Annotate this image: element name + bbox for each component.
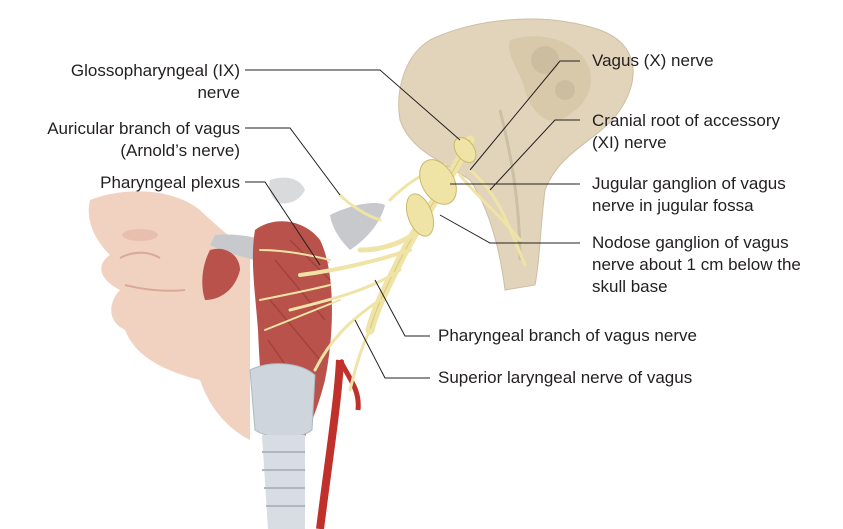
label-vagus-nerve: Vagus (X) nerve [592,50,714,72]
label-nodose-ganglion: Nodose ganglion of vagus nerve about 1 c… [592,232,801,298]
label-jugular-ganglion: Jugular ganglion of vagus nerve in jugul… [592,173,786,217]
face-profile [89,191,250,440]
label-auricular-branch: Auricular branch of vagus (Arnold’s nerv… [47,118,240,162]
label-pharyngeal-plexus: Pharyngeal plexus [100,172,240,194]
label-superior-laryngeal: Superior laryngeal nerve of vagus [438,367,692,389]
label-cranial-root-accessory: Cranial root of accessory (XI) nerve [592,110,780,154]
larynx-trachea [250,364,315,529]
label-glossopharyngeal: Glossopharyngeal (IX) nerve [71,60,240,104]
label-pharyngeal-branch: Pharyngeal branch of vagus nerve [438,325,697,347]
